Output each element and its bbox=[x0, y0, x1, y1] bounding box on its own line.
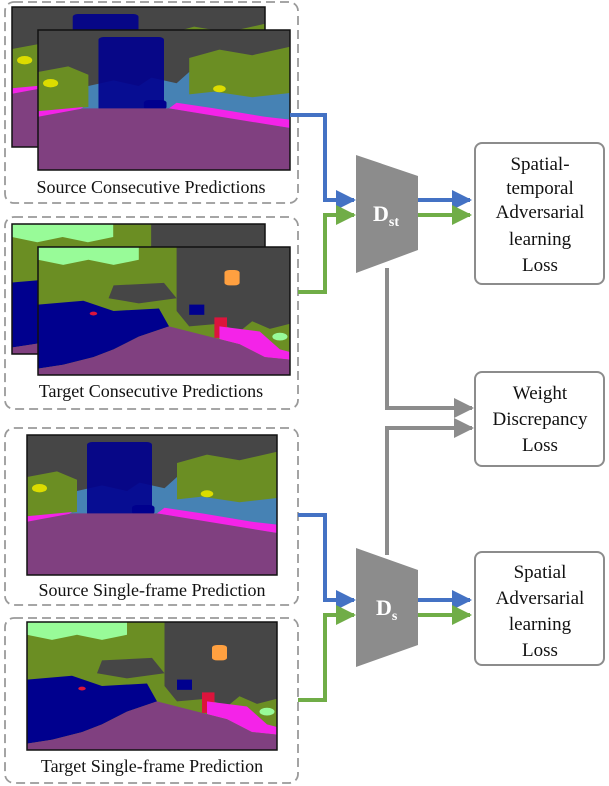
dst-label: Dst bbox=[373, 201, 399, 230]
discriminator-ds: Ds bbox=[356, 548, 418, 667]
spatiotemporal-loss-line-4: learning bbox=[509, 229, 572, 250]
source-consecutive-frame bbox=[4, 1, 299, 204]
source-single-caption: Source Single-frame Prediction bbox=[39, 580, 266, 600]
source-consecutive-group: Source Consecutive Predictions bbox=[4, 1, 299, 204]
discriminator-dst: Dst bbox=[356, 155, 418, 273]
source-single-frame-image bbox=[27, 435, 277, 575]
target-consecutive-caption: Target Consecutive Predictions bbox=[39, 381, 263, 401]
ds-label: Ds bbox=[376, 595, 398, 624]
target-single-group: Target Single-frame Prediction bbox=[4, 617, 299, 784]
dst-weight-arrow bbox=[385, 268, 474, 418]
spatial-loss-line-3: learning bbox=[509, 614, 572, 635]
dst-block bbox=[356, 155, 418, 273]
source-consecutive-caption: Source Consecutive Predictions bbox=[37, 177, 266, 197]
spatiotemporal-loss-box: Spatial- temporal Adversarial learning L… bbox=[474, 142, 605, 285]
source-consecutive-arrow bbox=[290, 113, 356, 210]
spatial-loss-box: Spatial Adversarial learning Loss bbox=[474, 551, 605, 666]
source-single-arrow bbox=[298, 513, 356, 610]
weight-discrepancy-loss-box: Weight Discrepancy Loss bbox=[474, 371, 605, 467]
weight-loss-line-3: Loss bbox=[522, 435, 558, 456]
spatiotemporal-loss-line-1: Spatial- bbox=[510, 154, 569, 175]
spatial-loss-line-2: Adversarial bbox=[496, 588, 585, 609]
spatial-loss-line-4: Loss bbox=[522, 640, 558, 661]
weight-loss-line-2: Discrepancy bbox=[493, 409, 588, 430]
target-single-frame-border bbox=[4, 617, 299, 784]
source-single-group: Source Single-frame Prediction bbox=[4, 427, 299, 606]
target-single-caption: Target Single-frame Prediction bbox=[41, 756, 263, 776]
spatial-loss-line-1: Spatial bbox=[514, 562, 567, 583]
spatiotemporal-loss-line-3: Adversarial bbox=[496, 202, 585, 223]
target-front-frame bbox=[38, 247, 290, 375]
target-single-frame-image bbox=[27, 622, 277, 750]
source-front-frame bbox=[38, 30, 290, 170]
spatiotemporal-loss-line-5: Loss bbox=[522, 255, 558, 276]
ds-weight-arrow bbox=[385, 418, 474, 555]
ds-block bbox=[356, 548, 418, 667]
spatiotemporal-loss-line-2: temporal bbox=[506, 178, 574, 199]
target-consecutive-group: Target Consecutive Predictions bbox=[4, 216, 299, 410]
weight-loss-line-1: Weight bbox=[513, 383, 568, 404]
target-single-arrow bbox=[298, 605, 356, 702]
target-consecutive-arrow bbox=[298, 205, 356, 294]
